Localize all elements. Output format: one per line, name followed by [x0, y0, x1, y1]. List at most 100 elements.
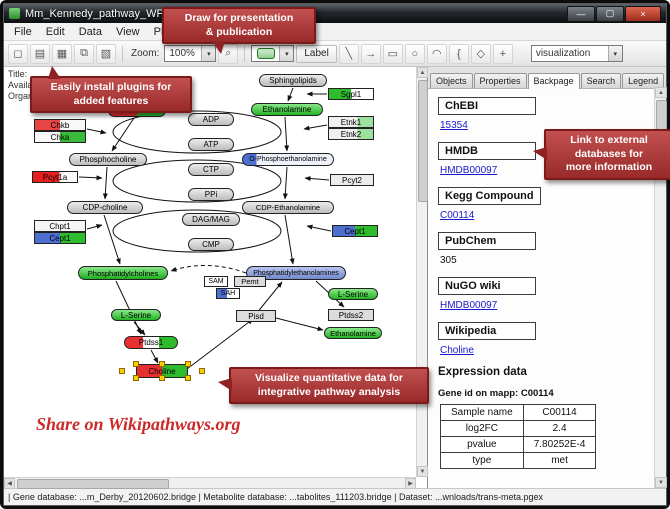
- line-tool-icon[interactable]: ╲: [338, 43, 359, 64]
- link-nugo-wiki[interactable]: HMDB00097: [440, 300, 498, 311]
- tab-search[interactable]: Search: [580, 73, 622, 88]
- datanode-template-dropdown[interactable]: ▾: [251, 45, 295, 62]
- arc-tool-icon[interactable]: ◠: [426, 43, 447, 64]
- shape-tool-icon[interactable]: ◇: [470, 43, 491, 64]
- save-icon[interactable]: ▦: [52, 43, 72, 64]
- scroll-right-icon[interactable]: ▶: [405, 478, 416, 489]
- pathway-node-etnk2[interactable]: Etnk2: [328, 128, 374, 140]
- table-cell: log2FC: [440, 420, 524, 437]
- zoom-combobox[interactable]: 100% ▾: [164, 45, 217, 62]
- pathway-node-ctp[interactable]: CTP: [188, 163, 234, 176]
- pathway-node-phosphatidylcholines[interactable]: Phosphatidylcholines: [78, 266, 168, 280]
- arrow-tool-icon[interactable]: →: [360, 43, 381, 64]
- new-file-icon[interactable]: ◻: [8, 43, 28, 64]
- pathway-node-ppi[interactable]: PPi: [188, 188, 234, 201]
- selection-handle[interactable]: [199, 368, 205, 374]
- visualization-dropdown[interactable]: visualization ▾: [530, 45, 623, 62]
- selection-handle[interactable]: [185, 361, 191, 367]
- toolbar-separator: [244, 45, 246, 62]
- menu-item-edit[interactable]: Edit: [45, 25, 65, 38]
- pathway-node-atp[interactable]: ATP: [188, 138, 234, 151]
- pathway-node-cdp-ethanolamine[interactable]: CDP-Ethanolamine: [242, 201, 334, 214]
- tab-backpage[interactable]: Backpage: [527, 73, 580, 89]
- paste-icon[interactable]: ▧: [96, 43, 116, 64]
- ellipse-tool-icon[interactable]: ○: [404, 43, 425, 64]
- pathway-node-chpt1[interactable]: Chpt1: [34, 220, 86, 232]
- menu-item-data[interactable]: Data: [78, 25, 102, 38]
- minimize-button[interactable]: —: [567, 5, 595, 22]
- tab-properties[interactable]: Properties: [473, 73, 527, 88]
- section-header-pubchem: PubChem: [438, 232, 536, 250]
- scroll-left-icon[interactable]: ◀: [4, 478, 15, 489]
- pathway-node-chka[interactable]: Chka: [34, 131, 86, 143]
- brace-tool-icon[interactable]: {: [448, 43, 469, 64]
- pathway-node-adp[interactable]: ADP: [188, 113, 234, 126]
- label-tool-button[interactable]: Label: [296, 44, 337, 63]
- table-cell: C00114: [522, 404, 597, 421]
- rectangle-tool-icon[interactable]: ▭: [382, 43, 403, 64]
- link-hmdb[interactable]: HMDB00097: [440, 165, 498, 176]
- pathway-node-sam[interactable]: SAM: [204, 276, 228, 287]
- selection-handle[interactable]: [133, 361, 139, 367]
- callout-line: integrative pathway analysis: [257, 385, 401, 398]
- tab-objects[interactable]: Objects: [430, 73, 473, 88]
- chevron-down-icon[interactable]: ▾: [279, 46, 294, 61]
- menu-item-view[interactable]: View: [115, 25, 140, 38]
- selection-handle[interactable]: [159, 375, 165, 381]
- pathway-node-sgpl1[interactable]: Sgpl1: [328, 88, 374, 100]
- open-file-icon[interactable]: ▤: [30, 43, 50, 64]
- selection-handle[interactable]: [185, 375, 191, 381]
- link-kegg-compound[interactable]: C00114: [440, 210, 475, 221]
- pathway-node-sphingolipids[interactable]: Sphingolipids: [259, 74, 327, 87]
- pathway-node-cept1[interactable]: Cept1: [34, 232, 86, 244]
- scroll-down-icon[interactable]: ▼: [417, 466, 428, 477]
- anchor-tool-icon[interactable]: +: [492, 43, 513, 64]
- pathway-node-pisd[interactable]: Pisd: [236, 310, 276, 322]
- close-button[interactable]: ×: [625, 5, 661, 22]
- pathway-node-phosphatidylethanolamines[interactable]: Phosphatidylethanolamines: [246, 266, 346, 280]
- pathway-node-dag-mag[interactable]: DAG/MAG: [182, 213, 240, 226]
- maximize-button[interactable]: ▢: [596, 5, 624, 22]
- pathway-node-phosphocholine[interactable]: Phosphocholine: [69, 153, 147, 166]
- pathway-node-cmp[interactable]: CMP: [188, 238, 234, 251]
- pathway-node-cdp-choline[interactable]: CDP-choline: [67, 201, 143, 214]
- pathway-node-chkb[interactable]: Chkb: [34, 119, 86, 131]
- chevron-down-icon[interactable]: ▾: [201, 46, 216, 61]
- canvas-vertical-scrollbar[interactable]: ▲ ▼: [416, 67, 428, 477]
- pathway-node-l-serine[interactable]: L-Serine: [328, 288, 378, 300]
- selection-handle[interactable]: [119, 368, 125, 374]
- pathway-node-pcyt2[interactable]: Pcyt2: [330, 174, 374, 186]
- pathway-canvas[interactable]: Title:Availability:Organism: Share on Wi…: [4, 67, 416, 477]
- pathway-node-pcyt1a[interactable]: Pcyt1a: [32, 171, 78, 183]
- scroll-down-icon[interactable]: ▼: [655, 477, 667, 488]
- menu-item-file[interactable]: File: [14, 25, 32, 38]
- copy-icon[interactable]: ⧉: [74, 43, 94, 64]
- pathway-node-ethanolamine[interactable]: Ethanolamine: [251, 103, 323, 116]
- scroll-up-icon[interactable]: ▲: [417, 67, 428, 78]
- pathway-node-cept1[interactable]: Cept1: [332, 225, 378, 237]
- pathway-node-etnk1[interactable]: Etnk1: [328, 116, 374, 128]
- pathway-node-l-serine[interactable]: L-Serine: [111, 309, 161, 321]
- pathway-node-ptdss2[interactable]: Ptdss2: [328, 309, 374, 321]
- scrollbar-thumb[interactable]: [17, 479, 169, 489]
- pathway-node-o-phosphoethanolamine[interactable]: O-Phosphoethanolamine: [242, 153, 334, 166]
- canvas-horizontal-scrollbar[interactable]: ◀ ▶: [4, 477, 416, 489]
- pathway-node-ethanolamine[interactable]: Ethanolamine: [324, 327, 382, 339]
- scrollbar-thumb[interactable]: [418, 80, 428, 202]
- tab-legend[interactable]: Legend: [622, 73, 665, 88]
- scroll-up-icon[interactable]: ▲: [655, 87, 667, 98]
- link-wikipedia[interactable]: Choline: [440, 345, 474, 356]
- pathway-node-pemt[interactable]: Pemt: [234, 276, 266, 287]
- selection-handle[interactable]: [133, 375, 139, 381]
- title-bar[interactable]: Mm_Kennedy_pathway_WP1771_45176.gp —▢×: [4, 4, 666, 23]
- selection-handle[interactable]: [159, 361, 165, 367]
- link-chebi[interactable]: 15354: [440, 120, 468, 131]
- callout-draw-presentation: Draw for presentation& publication: [162, 7, 316, 55]
- pathway-node-sah[interactable]: SAH: [216, 288, 240, 299]
- pathway-node-ptdss1[interactable]: Ptdss1: [124, 336, 178, 349]
- chevron-down-icon[interactable]: ▾: [607, 46, 622, 61]
